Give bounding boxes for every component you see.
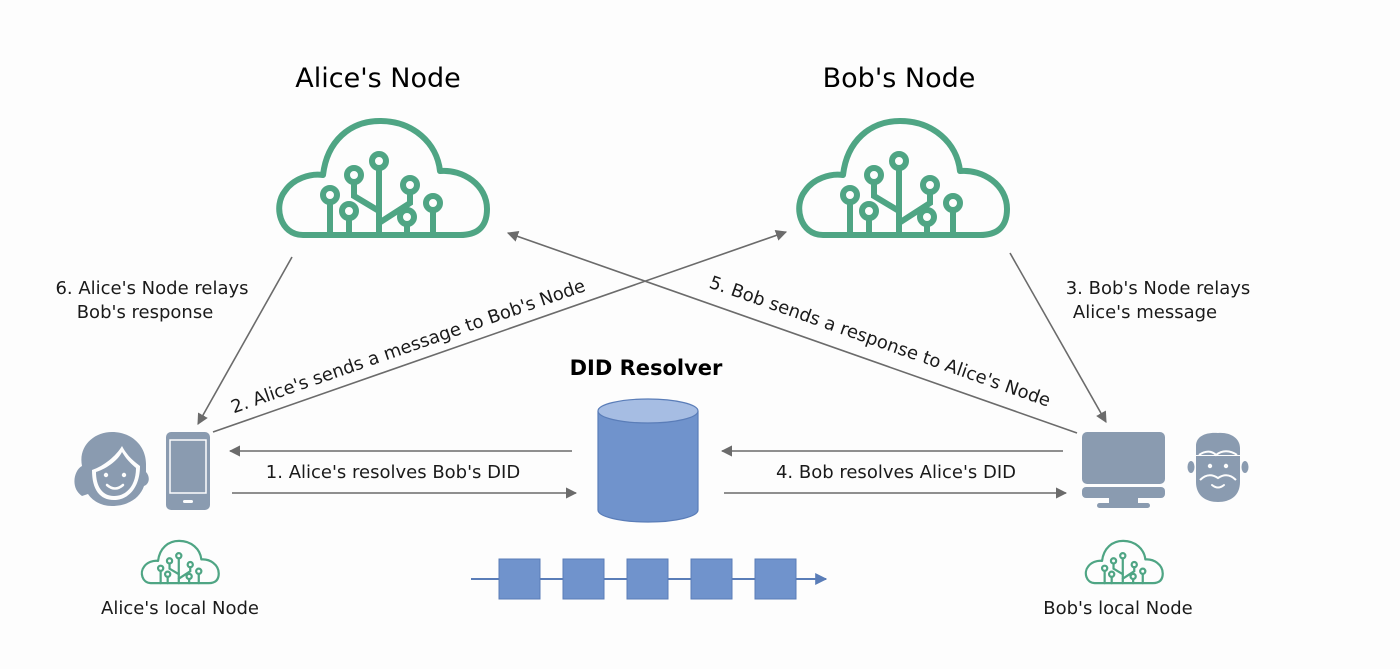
blockchain-block (498, 558, 541, 600)
step-6-label-line1: 6. Alice's Node relays (55, 278, 248, 299)
alice-node-cloud-icon (279, 121, 487, 235)
bob-avatar-icon (1187, 432, 1249, 502)
bob-desktop-monitor-icon (1082, 432, 1165, 508)
arrow-step-2 (212, 230, 788, 433)
alice-local-node-cloud-icon (140, 539, 220, 585)
step-5-label: 5. Bob sends a response to Alice's Node (707, 272, 1054, 411)
arrow-step-6 (197, 256, 293, 425)
step-6-label-line2: Bob's response (77, 302, 214, 323)
step-1-label: 1. Alice's resolves Bob's DID (266, 462, 520, 483)
did-resolver-database-icon (597, 398, 699, 523)
blockchain-icon (471, 558, 828, 600)
step-3-label-line2: Alice's message (1073, 302, 1217, 323)
blockchain-block (754, 558, 797, 600)
step-2-label: 2. Alice's sends a message to Bob's Node (228, 275, 588, 418)
bob-local-node-cloud-icon (1084, 539, 1164, 585)
alice-smartphone-icon (166, 432, 210, 510)
bob-local-node-label: Bob's local Node (1043, 598, 1192, 619)
step-3-label-line1: 3. Bob's Node relays (1066, 278, 1251, 299)
blockchain-block (562, 558, 605, 600)
bob-node-title: Bob's Node (823, 63, 976, 94)
alice-node-title: Alice's Node (295, 63, 460, 94)
blockchain-block (690, 558, 733, 600)
bob-node-cloud-icon (799, 121, 1007, 235)
alice-local-node-label: Alice's local Node (101, 598, 259, 619)
alice-avatar-icon (74, 432, 149, 506)
blockchain-block (626, 558, 669, 600)
arrow-step-3 (1009, 252, 1107, 423)
arrow-step-5 (506, 231, 1078, 434)
step-4-label: 4. Bob resolves Alice's DID (776, 462, 1016, 483)
did-resolver-title: DID Resolver (570, 356, 723, 380)
